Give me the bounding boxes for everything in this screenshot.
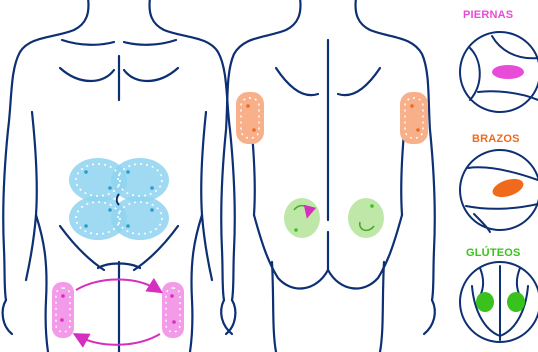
glute-injection-zone (284, 198, 384, 238)
body-back (221, 0, 435, 352)
arms-label: BRAZOS (472, 133, 520, 145)
abdomen-injection-zone (69, 158, 169, 240)
glutes-label: GLÚTEOS (466, 247, 521, 259)
glutes-close-up-icon (460, 262, 538, 342)
legs-label: PIERNAS (463, 9, 513, 21)
arm-close-up-icon (460, 150, 538, 232)
arm-injection-zone (236, 92, 428, 144)
thigh-close-up-icon (460, 32, 538, 112)
